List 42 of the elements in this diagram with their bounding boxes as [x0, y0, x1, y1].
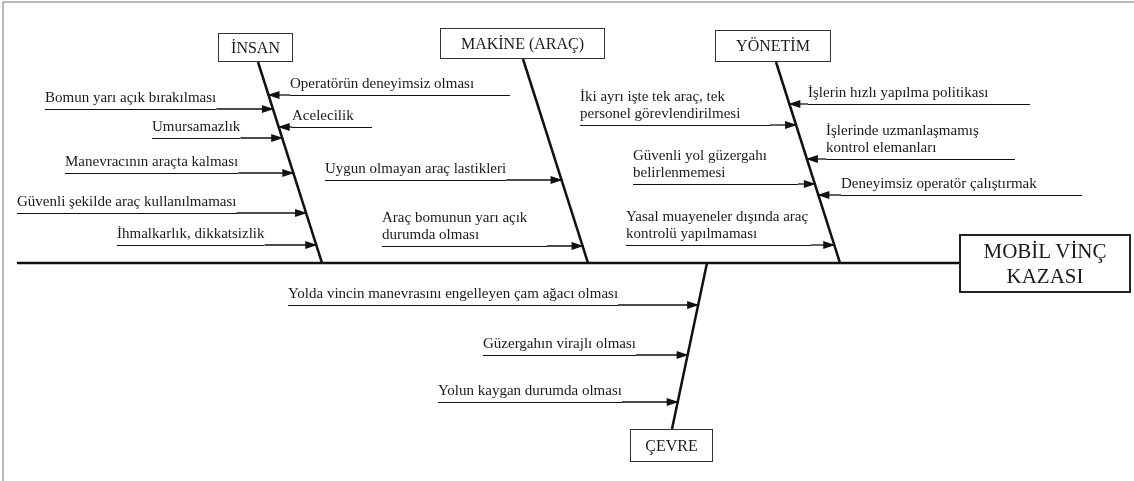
cause-label: Manevracının araçta kalması	[65, 152, 239, 174]
cause-label: Yolda vincin manevrasını engelleyen çam ağacı olması	[288, 284, 619, 306]
cause-label: İşlerin hızlı yapılma politikası	[808, 83, 1030, 105]
category-box: ÇEVRE	[630, 429, 713, 462]
arrow	[810, 241, 836, 249]
cause-label: Güvenli şekilde araç kullanılmaması	[17, 192, 237, 214]
cause-label: Güvenli yol güzergahı belirlenmemesi	[633, 146, 798, 185]
arrow	[546, 242, 585, 250]
arrow	[239, 134, 284, 142]
cause-label: Acelecilik	[292, 106, 372, 128]
cause-label: Araç bomunun yarı açık durumda olması	[382, 208, 547, 247]
arrow	[769, 121, 798, 129]
cause-label: Operatörün deneyimsiz olması	[290, 74, 510, 96]
arrow	[237, 169, 295, 177]
cause-label: Uygun olmayan araç lastikleri	[325, 159, 507, 181]
arrow	[621, 398, 680, 406]
arrow	[505, 176, 564, 184]
arrow	[805, 155, 827, 163]
cause-label: İki ayrı işte tek araç, tek personel görevlendirilmesi	[580, 87, 770, 126]
arrow	[277, 123, 293, 131]
cause-label: İşlerinde uzmanlaşmamış kontrol elemanları	[826, 121, 1015, 160]
arrow	[787, 100, 809, 108]
arrow	[617, 301, 700, 309]
cause-label: Yolun kaygan durumda olması	[438, 381, 622, 403]
arrow	[797, 180, 817, 188]
cause-label: İhmalkarlık, dikkatsizlik	[117, 224, 265, 246]
category-box: MAKİNE (ARAÇ)	[440, 28, 605, 59]
cause-label: Umursamazlık	[152, 117, 241, 139]
arrow	[266, 91, 291, 99]
bone-line	[670, 262, 709, 430]
cause-label: Bomun yarı açık bırakılması	[45, 88, 217, 110]
category-box: YÖNETİM	[715, 30, 831, 62]
arrow	[263, 241, 318, 249]
cause-label: Yasal muayeneler dışında araç kontrolü yapılmaması	[626, 207, 811, 246]
effect-box: MOBİL VİNÇ KAZASI	[959, 234, 1131, 293]
cause-label: Güzergahın virajlı olması	[483, 334, 637, 356]
arrow	[635, 351, 690, 359]
arrow	[215, 105, 275, 113]
arrow	[235, 209, 308, 217]
arrow	[816, 191, 842, 199]
category-box: İNSAN	[218, 33, 293, 62]
cause-label: Deneyimsiz operatör çalıştırmak	[841, 174, 1082, 196]
